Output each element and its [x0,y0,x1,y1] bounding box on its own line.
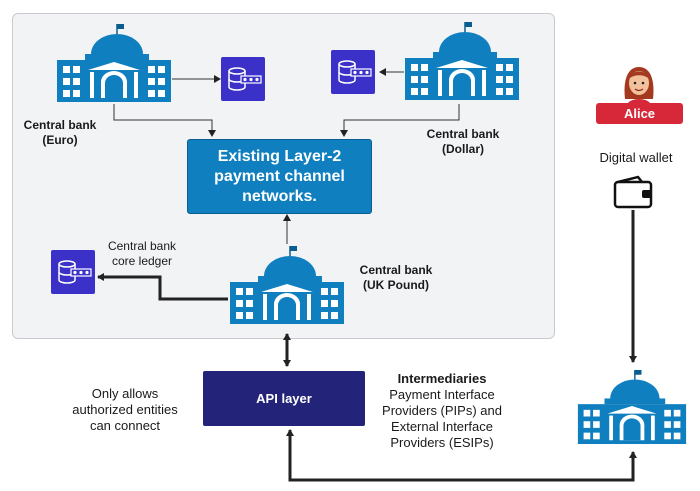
central-bank-uk-label: Central bank (UK Pound) [351,263,441,293]
ledger-dollar-icon [331,50,375,94]
access-note: Only allows authorized entities can conn… [60,386,190,434]
alice-name-badge: Alice [596,103,683,124]
bank-dollar-icon [405,22,519,100]
core-ledger-line1: Central bank [107,239,177,253]
central-bank-uk-line1: Central bank [359,263,433,277]
ledger-euro-icon [221,57,265,101]
dollar-to-layer2-arrow [340,104,460,137]
layer2-line1: Existing Layer-2 [217,147,342,165]
api-to-intermediary-arrow [286,429,637,482]
central-bank-euro-line1: Central bank [23,118,97,132]
access-note-line3: can connect [89,418,161,433]
alice-name: Alice [623,106,656,121]
central-bank-euro-label: Central bank (Euro) [20,118,100,148]
euro-to-layer2-arrow [113,104,216,137]
central-bank-dollar-label: Central bank (Dollar) [418,127,508,157]
intermediaries-line1: Payment Interface [389,387,495,402]
layer2-line2: payment channel [214,167,345,185]
intermediaries-title: Intermediaries [397,371,487,386]
layer2-line3: networks. [242,187,317,205]
central-bank-dollar-line2: (Dollar) [442,142,484,156]
intermediaries-line3: External Interface [391,419,493,434]
core-ledger-icon [51,250,95,294]
wallet-icon [613,175,653,209]
core-ledger-line2: core ledger [111,254,173,268]
intermediaries-note: Intermediaries Payment Interface Provide… [378,371,506,451]
intermediaries-line2: Providers (PIPs) and [382,403,502,418]
core-ledger-label: Central bank core ledger [99,239,185,269]
intermediaries-line4: Providers (ESIPs) [390,435,494,450]
bank-uk-pound-icon [230,246,344,324]
central-bank-uk-line2: (UK Pound) [363,278,429,292]
uk-to-core-ledger-arrow [97,273,228,301]
access-note-line1: Only allows [91,386,159,401]
layer2-network-box: Existing Layer-2 payment channel network… [187,139,372,214]
api-layer-box: API layer [203,371,365,426]
api-layer-label: API layer [256,391,312,406]
digital-wallet-label: Digital wallet [599,150,673,165]
bank-euro-icon [57,24,171,102]
central-bank-euro-line2: (Euro) [42,133,78,147]
alice-avatar-icon [624,67,654,105]
access-note-line2: authorized entities [72,402,178,417]
central-bank-dollar-line1: Central bank [426,127,500,141]
bank-intermediary-icon [577,369,687,445]
